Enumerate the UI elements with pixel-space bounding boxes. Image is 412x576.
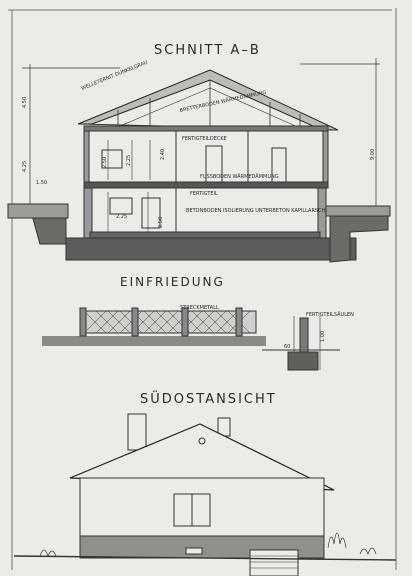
dim-ridge-height: 4.50 — [22, 97, 28, 108]
label-fertigteilsaeulen: FERTIGTEILSÄULEN — [306, 311, 354, 318]
sheet-frame — [8, 8, 397, 570]
section-drawing-einfriedung — [41, 307, 340, 371]
section-drawing-schnitt — [7, 58, 391, 263]
section-title-einfriedung: EINFRIEDUNG — [120, 275, 225, 289]
section-title-suedostansicht: SÜDOSTANSICHT — [140, 392, 277, 407]
label-floor-lower: BETONBODEN ISOLIERUNG UNTERBETON KAPILLA… — [186, 208, 327, 214]
label-streckmetall: STRECKMETALL — [180, 305, 219, 311]
label-ceiling: FERTIGTEILDECKE — [182, 136, 227, 142]
label-roof: WELLETERNIT DUNKELGRAU — [81, 60, 149, 92]
section-title-schnitt: SCHNITT A–B — [154, 43, 261, 58]
label-attic: BRETTERBODEN WÄRMEDÄMMUNG — [179, 89, 267, 114]
dim-terrain: 1.50 — [36, 180, 47, 186]
dim-fence-height: 1.00 — [320, 331, 326, 342]
section-drawing-suedostansicht — [13, 413, 397, 576]
dim-upper-level2: 2.40 — [160, 149, 166, 160]
label-floor-upper: FUSSBODEN WÄRMEDÄMMUNG — [200, 173, 279, 180]
dim-lower-room: 2.50 — [158, 217, 164, 228]
label-ceiling-lower: FERTIGTEIL — [190, 191, 218, 197]
dim-lower-left: 2.25 — [116, 214, 127, 220]
dim-post-base: 60 — [284, 344, 290, 350]
dim-upper-room: 2.50 — [102, 157, 108, 168]
dim-upper-level: 2.25 — [126, 155, 132, 166]
dim-total-height: 9.00 — [370, 149, 376, 160]
einfriedung-labels: STRECKMETALL FERTIGTEILSÄULEN 1.00 60 — [180, 305, 354, 350]
dim-ground-height: 4.25 — [22, 161, 28, 172]
